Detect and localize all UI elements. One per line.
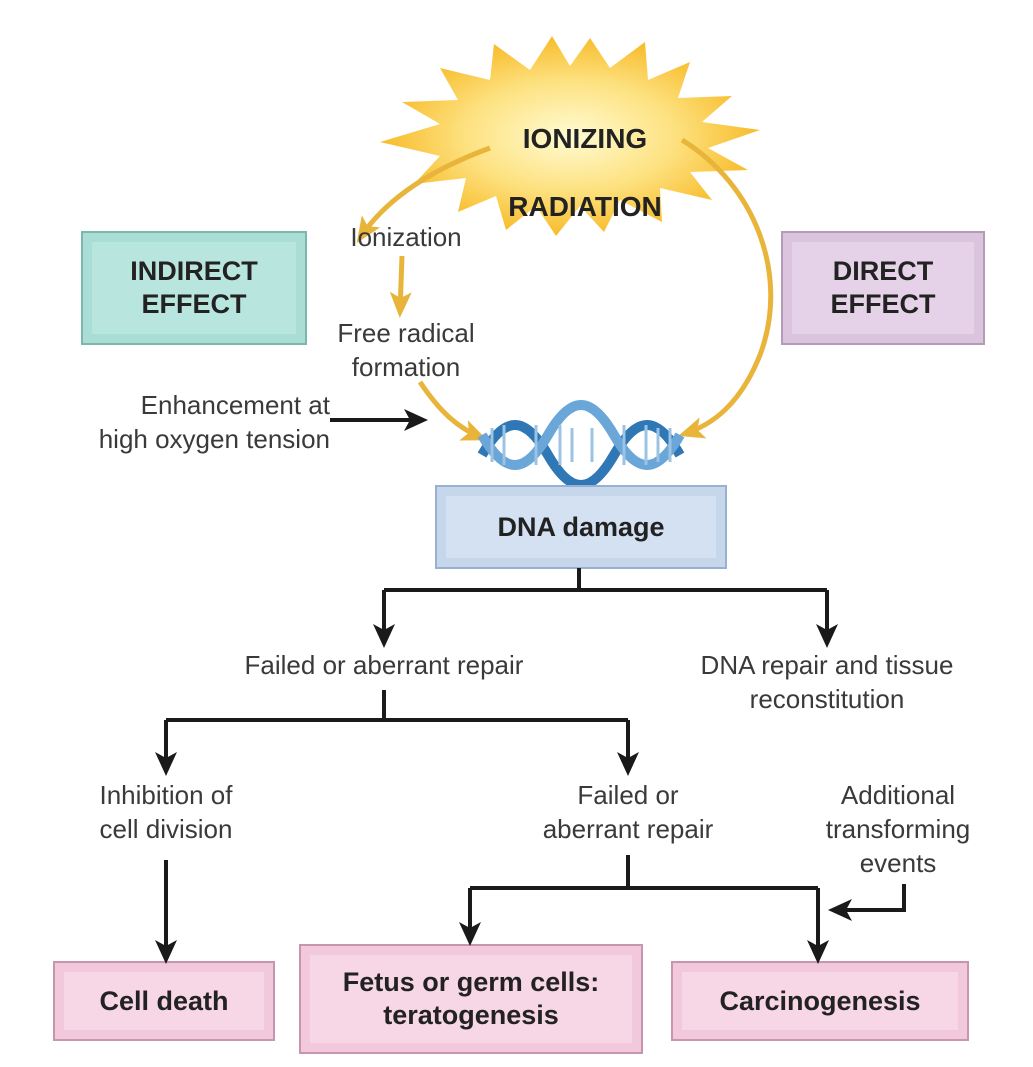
source-line2: RADIATION — [508, 191, 662, 222]
connector-failed-repair-2-split — [470, 855, 818, 890]
box-cell-death: Cell death — [99, 985, 229, 1016]
label-ionization: Ionization — [350, 222, 462, 252]
box-carcinogenesis: Carcinogenesis — [719, 985, 921, 1016]
label-failed-repair: Failed or aberrant repair — [244, 650, 524, 680]
label-dna-repair-reconstitution: DNA repair and tissue reconstitution — [700, 650, 954, 714]
box-teratogenesis-bg — [299, 944, 643, 1054]
box-dna-damage-bg — [435, 485, 727, 569]
dna-helix-icon — [477, 400, 685, 490]
label-additional-events: Additional transforming events — [825, 780, 971, 878]
arrow-free-radical-to-dna — [417, 380, 488, 441]
source-ionizing-radiation: IONIZING RADIATION — [470, 88, 700, 224]
connector-failed-repair-split — [166, 690, 628, 722]
connector-dna-damage-split — [384, 568, 827, 592]
box-indirect-effect-bg — [81, 231, 307, 345]
label-enhancement: Enhancement at high oxygen tension — [98, 390, 330, 454]
arrow-direct-radiation-to-dna — [678, 137, 774, 439]
box-carcinogenesis-bg — [671, 961, 969, 1041]
box-dna-damage: DNA damage — [497, 511, 665, 542]
arrow-ionization-to-free-radical — [389, 255, 412, 318]
box-cell-death-bg — [53, 961, 275, 1041]
box-teratogenesis: Fetus or germ cells: teratogenesis — [342, 967, 600, 1030]
box-direct-effect: DIRECT EFFECT — [830, 256, 936, 319]
label-inhibition-cell-division: Inhibition of cell division — [99, 780, 233, 844]
label-free-radical-formation: Free radical formation — [337, 318, 475, 382]
source-line1: IONIZING — [522, 123, 648, 154]
arrow-radiation-to-ionization — [356, 145, 491, 244]
label-failed-repair-2: Failed or aberrant repair — [542, 780, 714, 844]
box-direct-effect-bg — [781, 231, 985, 345]
arrow-additional-events — [828, 884, 906, 921]
sunburst-icon — [380, 36, 760, 236]
box-indirect-effect: INDIRECT EFFECT — [130, 256, 258, 319]
